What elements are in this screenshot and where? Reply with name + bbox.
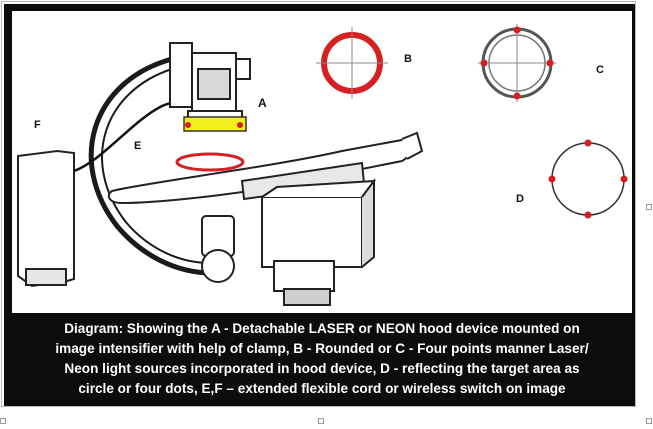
resize-handle-top-right[interactable] — [646, 204, 652, 210]
resize-handle-bottom-center[interactable] — [318, 418, 324, 424]
caption-line-3: Neon light sources incorporated in hood … — [64, 361, 580, 376]
lower-tube-unit — [201, 215, 235, 283]
rounded-light-source — [316, 27, 388, 99]
resize-handle-bottom-right[interactable] — [646, 418, 652, 424]
caption-line-1: Diagram: Showing the A - Detachable LASE… — [64, 321, 580, 336]
figure-frame: A B C D E F Diagram: Showing the A - Det… — [1, 1, 636, 407]
c-arm-diagram: A B C D E F — [17, 24, 628, 306]
label-e: E — [134, 140, 141, 152]
four-point-light-source — [478, 24, 556, 102]
resize-handle-bottom-left[interactable] — [0, 418, 6, 424]
laser-hood-device — [183, 116, 247, 132]
label-b: B — [404, 53, 412, 65]
image-intensifier — [169, 42, 251, 122]
label-a: A — [258, 96, 267, 110]
reflected-target — [548, 139, 628, 219]
label-f: F — [34, 119, 41, 131]
diagram-panel: A B C D E F — [12, 11, 632, 313]
projected-laser-circle — [175, 152, 245, 172]
patient-table — [107, 131, 424, 306]
caption-line-2: image intensifier with help of clamp, B … — [55, 341, 589, 356]
c-arm-base — [17, 149, 75, 288]
diagram-caption: Diagram: Showing the A - Detachable LASE… — [12, 313, 632, 403]
caption-line-4: circle or four dots, E,F – extended flex… — [78, 381, 566, 396]
c-arm — [88, 56, 213, 276]
label-c: C — [596, 64, 604, 76]
label-d: D — [516, 193, 524, 205]
